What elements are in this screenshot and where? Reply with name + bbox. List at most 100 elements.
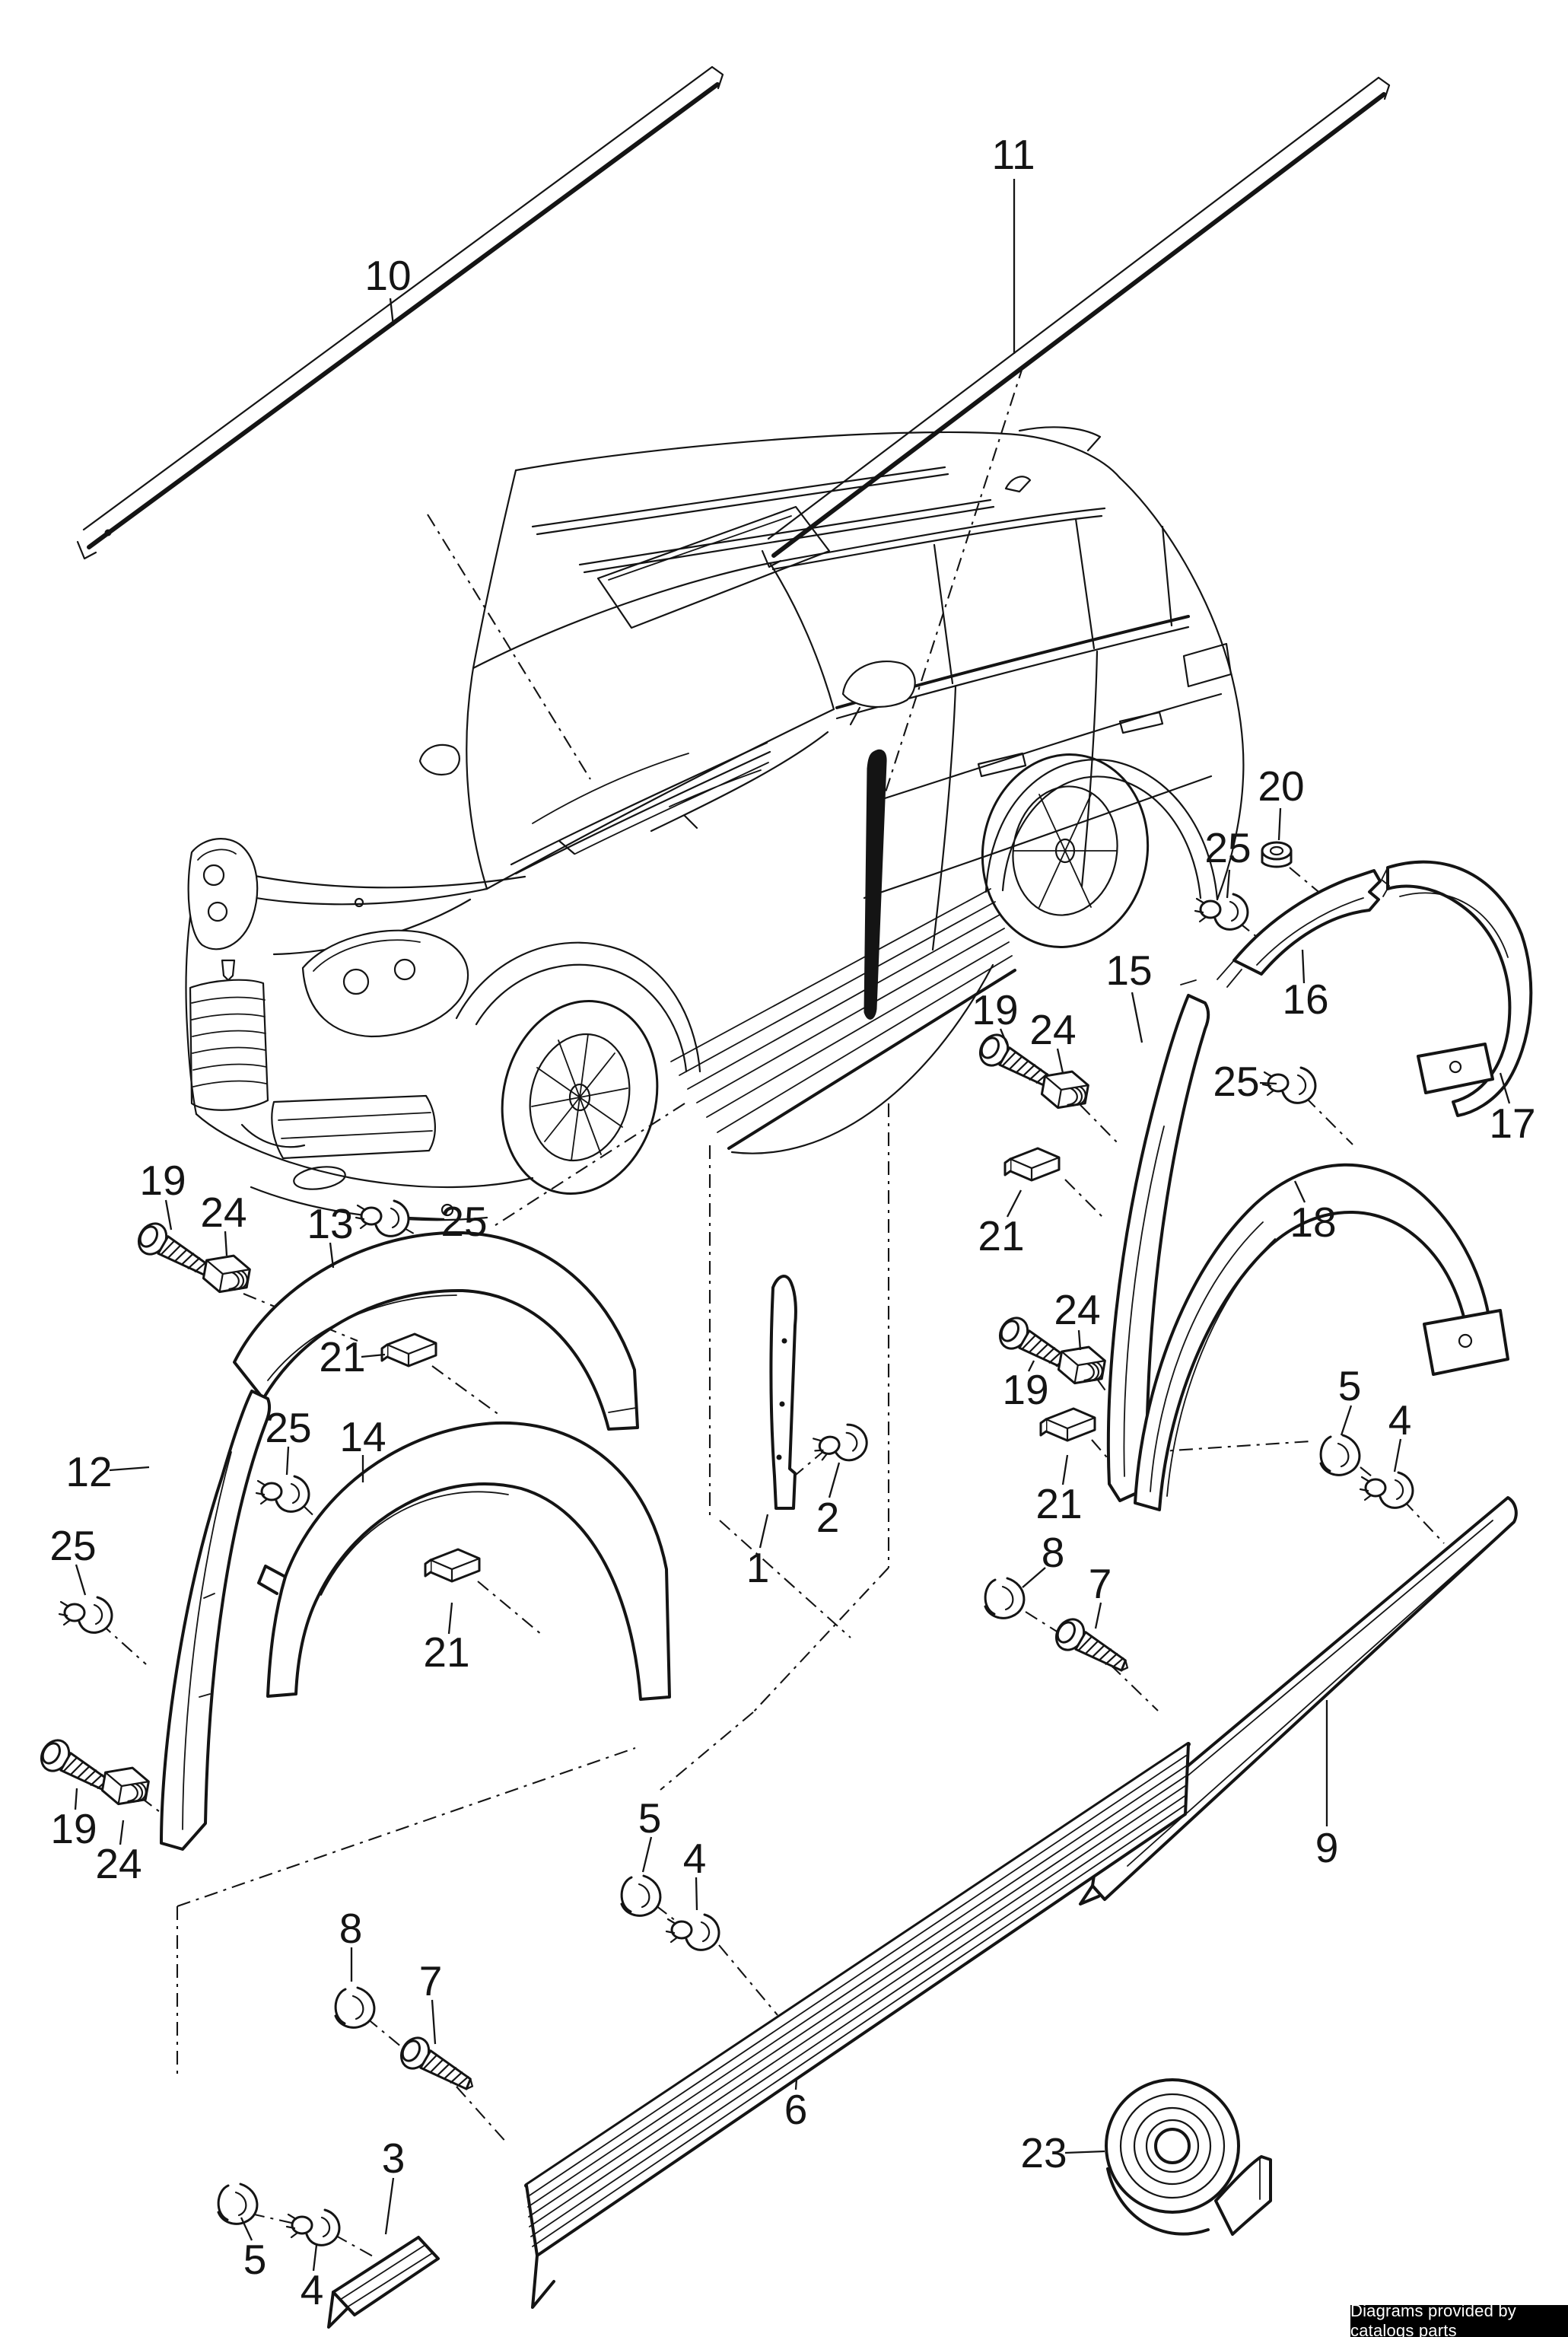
callout-label-10[interactable]: 10 <box>364 252 411 299</box>
watermark-badge: Diagrams provided by catalogs parts <box>1350 2301 1568 2337</box>
grommet-icon <box>334 1986 376 2029</box>
callout-leader-line <box>1061 1454 1069 1485</box>
callout-label-4[interactable]: 4 <box>683 1835 707 1882</box>
projection-line <box>302 1504 345 1546</box>
push-clip-icon <box>665 1913 720 1951</box>
callout-label-5[interactable]: 5 <box>243 2236 267 2283</box>
callout-leader-line <box>1022 1567 1046 1588</box>
projection-line <box>477 1581 542 1635</box>
callout-leader-line <box>447 1602 453 1635</box>
nut-icon <box>1261 841 1293 868</box>
projection-line <box>1360 1466 1376 1480</box>
callout-label-5[interactable]: 5 <box>638 1794 662 1842</box>
callout-leader-line <box>794 2078 798 2090</box>
callout-label-14[interactable]: 14 <box>339 1413 386 1460</box>
projection-line <box>1110 1664 1159 1711</box>
push-clip-icon <box>1194 893 1249 931</box>
callout-label-21[interactable]: 21 <box>423 1629 469 1676</box>
callout-label-16[interactable]: 16 <box>1282 976 1328 1023</box>
part-17-front-wheel-arch-trim-right <box>1381 860 1533 1117</box>
part-12-front-pillar-trim-strip <box>160 1390 272 1851</box>
callout-label-9[interactable]: 9 <box>1315 1824 1339 1871</box>
callout-leader-line <box>1077 1329 1082 1351</box>
callout-label-8[interactable]: 8 <box>339 1905 363 1952</box>
callout-label-24[interactable]: 24 <box>1029 1006 1076 1053</box>
callout-leader-line <box>164 1199 173 1231</box>
part-15-rear-pillar-trim-strip <box>1106 979 1210 1502</box>
callout-label-23[interactable]: 23 <box>1020 2129 1067 2176</box>
callout-label-21[interactable]: 21 <box>319 1333 365 1380</box>
callout-label-5[interactable]: 5 <box>1338 1362 1362 1409</box>
part-11-rear-window-trim-strip <box>761 76 1391 568</box>
callout-label-19[interactable]: 19 <box>139 1157 186 1204</box>
callout-leader-line <box>1301 949 1306 984</box>
callout-leader-line <box>431 1999 437 2045</box>
callout-label-13[interactable]: 13 <box>307 1200 353 1247</box>
callout-label-25[interactable]: 25 <box>1213 1058 1259 1105</box>
callout-leader-line <box>384 2177 395 2235</box>
callout-leader-line <box>329 1242 335 1269</box>
callout-label-11[interactable]: 11 <box>991 131 1035 178</box>
push-clip-icon <box>255 1475 310 1513</box>
push-clip-icon <box>1359 1471 1414 1509</box>
callout-label-4[interactable]: 4 <box>1388 1396 1412 1444</box>
callout-label-24[interactable]: 24 <box>200 1189 246 1236</box>
callout-label-8[interactable]: 8 <box>1042 1529 1065 1576</box>
callout-label-24[interactable]: 24 <box>95 1840 142 1887</box>
projection-line <box>456 2086 509 2145</box>
callout-label-6[interactable]: 6 <box>784 2086 808 2133</box>
callout-label-19[interactable]: 19 <box>50 1805 97 1852</box>
projection-line <box>719 1520 851 1638</box>
part-16-front-arch-trim-strip-right <box>1217 869 1382 988</box>
callout-label-12[interactable]: 12 <box>65 1448 112 1495</box>
callout-label-7[interactable]: 7 <box>419 1957 443 2004</box>
callout-leader-line <box>407 1216 445 1221</box>
callout-label-7[interactable]: 7 <box>1089 1560 1112 1607</box>
callout-label-19[interactable]: 19 <box>1002 1366 1048 1413</box>
projection-line <box>1064 1179 1105 1220</box>
callout-leader-line <box>1393 1438 1402 1473</box>
part-6-rocker-panel-molding <box>524 1742 1191 2309</box>
part-23-adhesive-tape-roll <box>1105 2078 1272 2236</box>
projection-line <box>752 1567 889 1713</box>
part-18-rear-wheel-arch-trim-right <box>1134 1163 1509 1511</box>
part-9-front-door-molding <box>1079 1496 1518 1906</box>
callout-leader-line <box>109 1466 150 1472</box>
callout-label-19[interactable]: 19 <box>972 986 1018 1033</box>
callout-label-20[interactable]: 20 <box>1258 763 1304 810</box>
projection-line <box>876 365 1024 821</box>
callout-leader-line <box>1006 1189 1023 1218</box>
grommet-icon <box>984 1577 1026 1619</box>
callout-label-21[interactable]: 21 <box>978 1212 1024 1259</box>
grommet-icon <box>1319 1434 1361 1476</box>
callout-label-21[interactable]: 21 <box>1035 1480 1082 1527</box>
screw-icon <box>1049 1613 1137 1683</box>
callout-label-1[interactable]: 1 <box>746 1544 770 1591</box>
callout-label-4[interactable]: 4 <box>301 2266 324 2313</box>
callout-leader-line <box>224 1231 228 1256</box>
callout-leader-line <box>1027 1360 1035 1372</box>
callout-label-25[interactable]: 25 <box>265 1404 311 1451</box>
grommet-icon <box>217 2183 259 2225</box>
projection-line <box>1403 1500 1445 1544</box>
projection-line <box>100 1622 147 1665</box>
callout-label-24[interactable]: 24 <box>1054 1286 1100 1333</box>
callout-leader-line <box>828 1462 841 1498</box>
callout-label-18[interactable]: 18 <box>1290 1199 1336 1246</box>
projection-line <box>250 2212 299 2226</box>
callout-label-2[interactable]: 2 <box>816 1494 840 1541</box>
bracket-icon <box>380 1332 437 1367</box>
callout-leader-line <box>75 1564 87 1596</box>
callout-label-25[interactable]: 25 <box>441 1198 487 1245</box>
callout-leader-line <box>240 2217 253 2241</box>
projection-line <box>660 1711 754 1791</box>
callout-label-25[interactable]: 25 <box>1204 824 1251 871</box>
callout-label-17[interactable]: 17 <box>1489 1100 1535 1147</box>
callout-label-3[interactable]: 3 <box>382 2135 406 2182</box>
projection-line <box>1080 1104 1121 1146</box>
callout-label-15[interactable]: 15 <box>1105 947 1152 994</box>
projection-line <box>1096 1378 1118 1407</box>
callout-label-25[interactable]: 25 <box>49 1522 96 1569</box>
